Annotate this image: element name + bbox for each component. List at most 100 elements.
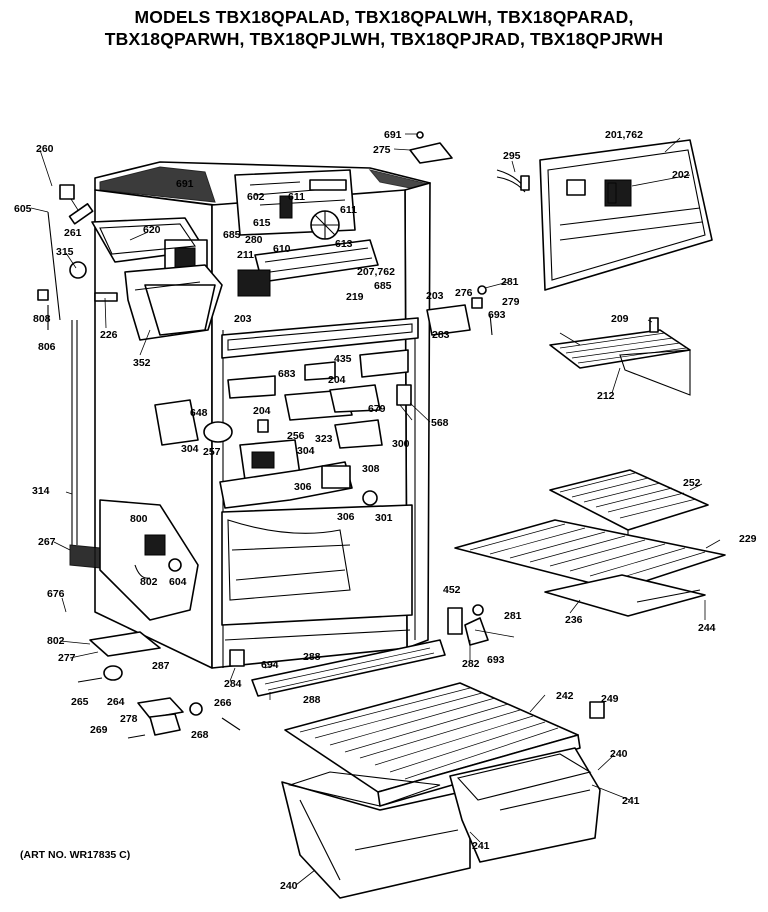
callout-306-a: 306 [294, 481, 312, 493]
callout-615-a: 615 [253, 217, 271, 229]
callout-211: 211 [237, 249, 254, 261]
models-title-line-2: TBX18QPARWH, TBX18QPJLWH, TBX18QPJRAD, T… [104, 29, 664, 49]
callout-611-a: 611 [288, 191, 305, 203]
callout-240-a: 240 [610, 748, 628, 760]
callout-323: 323 [315, 433, 333, 445]
control-panel-cover [539, 139, 713, 291]
callout-204-a: 204 [328, 374, 346, 386]
callout-256: 256 [287, 430, 305, 442]
callout-613: 613 [335, 238, 353, 250]
callout-683: 683 [278, 368, 296, 380]
hinge-and-cover-parts [409, 131, 530, 336]
callout-300: 300 [392, 438, 410, 450]
callout-808: 808 [33, 313, 51, 325]
fan-and-evaporator-group [234, 169, 379, 297]
callout-236: 236 [565, 614, 583, 626]
callout-604: 604 [169, 576, 187, 588]
shelf-252-grid [559, 472, 697, 519]
lower-glass-shelf [454, 519, 726, 617]
callout-435: 435 [334, 353, 352, 365]
callout-241-b: 241 [472, 840, 490, 852]
callout-269: 269 [90, 724, 108, 736]
callout-266: 266 [214, 697, 232, 709]
callout-203-a: 203 [426, 290, 444, 302]
callout-679: 679 [368, 403, 386, 415]
callout-284: 284 [224, 678, 242, 690]
light-socket-assembly [134, 534, 182, 579]
callout-249: 249 [601, 693, 619, 705]
callout-802-a: 802 [140, 576, 158, 588]
callout-288-b: 288 [303, 694, 321, 706]
callout-207-762: 207,762 [357, 266, 395, 278]
callout-602: 602 [247, 191, 265, 203]
callout-212: 212 [597, 390, 615, 402]
callout-802-b: 802 [47, 635, 65, 647]
callout-277: 277 [58, 652, 76, 664]
callout-568: 568 [431, 417, 449, 429]
callout-648: 648 [190, 407, 208, 419]
callout-242: 242 [556, 690, 574, 702]
callout-304-a: 304 [181, 443, 199, 455]
callout-264: 264 [107, 696, 125, 708]
callout-806: 806 [38, 341, 56, 353]
callout-280: 280 [245, 234, 263, 246]
callout-693-a: 693 [488, 309, 506, 321]
callout-620: 620 [143, 224, 161, 236]
callout-352: 352 [133, 357, 151, 369]
callout-304-b: 304 [297, 445, 315, 457]
callout-691-b: 691 [384, 129, 402, 141]
callout-295: 295 [503, 150, 521, 162]
callout-278: 278 [120, 713, 138, 725]
callout-275: 275 [373, 144, 391, 156]
crisper-drawer-left [281, 771, 471, 899]
callout-283: 283 [432, 329, 450, 341]
callout-260: 260 [36, 143, 54, 155]
callout-252: 252 [683, 477, 701, 489]
callout-694: 694 [261, 659, 279, 671]
thermostat-and-controls [154, 349, 412, 509]
models-title-line-1: MODELS TBX18QPALAD, TBX18QPALWH, TBX18QP… [134, 7, 634, 27]
upper-glass-shelf [549, 469, 709, 538]
callout-308-a: 308 [362, 463, 380, 475]
callout-301: 301 [375, 512, 393, 524]
callout-282: 282 [462, 658, 480, 670]
callout-314: 314 [32, 485, 50, 497]
callout-685-b: 685 [374, 280, 392, 292]
callout-labels: 260 605 261 315 691 602 611 620 615 610 … [14, 129, 757, 892]
water-fill-components [37, 184, 118, 330]
callout-261: 261 [64, 227, 82, 239]
callout-209: 209 [611, 313, 629, 325]
callout-281-a: 281 [501, 276, 519, 288]
callout-452: 452 [443, 584, 461, 596]
crisper-cover-grid [299, 687, 559, 780]
small-wire-shelf [549, 317, 691, 396]
callout-610: 610 [273, 243, 291, 255]
callout-201-762: 201,762 [605, 129, 643, 141]
callout-315: 315 [56, 246, 74, 258]
callout-287: 287 [152, 660, 170, 672]
callout-611-b: 611 [340, 204, 357, 216]
callout-204-b: 204 [253, 405, 271, 417]
callout-219: 219 [346, 291, 364, 303]
callout-267: 267 [38, 536, 56, 548]
callout-257: 257 [203, 446, 221, 458]
toe-grille-and-brackets [89, 604, 489, 697]
crisper-drawer-right [449, 747, 601, 863]
callout-279: 279 [502, 296, 520, 308]
callout-240-b: 240 [280, 880, 298, 892]
callout-244: 244 [698, 622, 716, 634]
callout-676: 676 [47, 588, 65, 600]
callout-306-b: 306 [337, 511, 355, 523]
callout-800: 800 [130, 513, 148, 525]
callout-241-a: 241 [622, 795, 640, 807]
callout-276: 276 [455, 287, 473, 299]
callout-265: 265 [71, 696, 89, 708]
callout-268: 268 [191, 729, 209, 741]
callout-229: 229 [739, 533, 757, 545]
ice-bucket [124, 264, 223, 341]
leveling-and-roller-parts [77, 665, 241, 739]
callout-691-a: 691 [176, 178, 194, 190]
callout-203-b: 203 [234, 313, 252, 325]
callout-605: 605 [14, 203, 32, 215]
